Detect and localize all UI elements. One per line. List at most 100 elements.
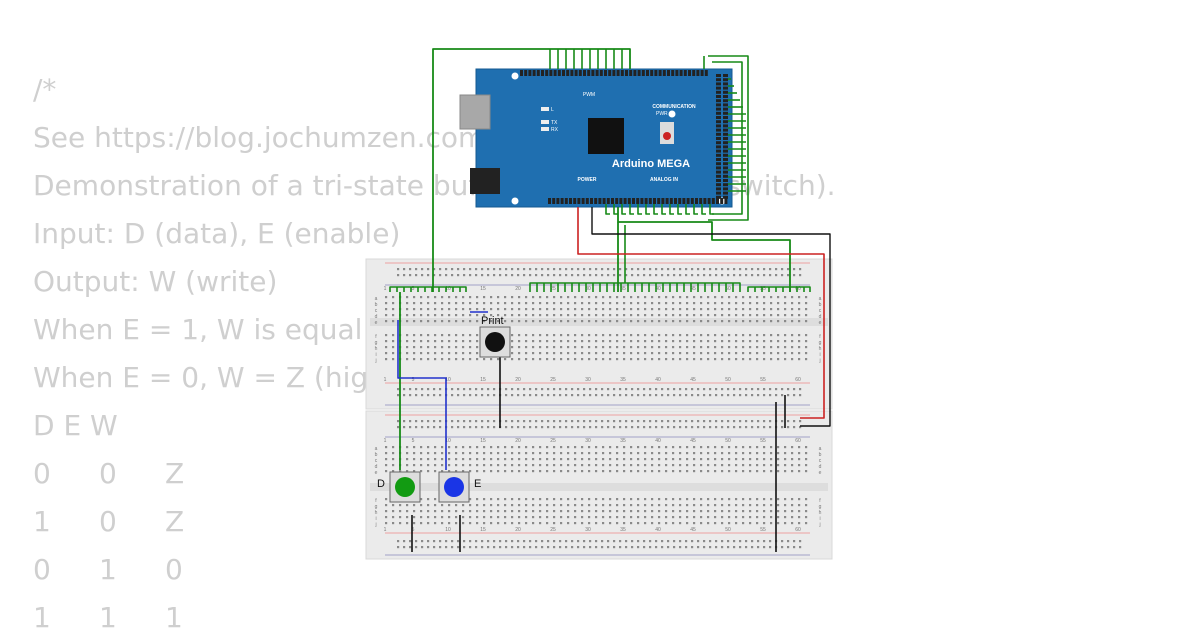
d-button-cap[interactable] (395, 477, 415, 497)
hole (560, 296, 563, 299)
hole (763, 510, 766, 513)
header-pin (723, 128, 728, 132)
hole (567, 516, 570, 519)
header-pin (723, 195, 728, 199)
print-button-cap[interactable] (485, 332, 505, 352)
hole (693, 458, 696, 461)
hole (602, 320, 605, 323)
hole (658, 522, 661, 525)
hole (595, 522, 598, 525)
hole (769, 274, 772, 277)
header-pin (636, 198, 640, 204)
hole (667, 274, 670, 277)
header-pin (653, 198, 656, 204)
hole (589, 394, 592, 397)
print-button[interactable]: Print (479, 315, 511, 358)
hole (619, 546, 622, 549)
hole (385, 352, 388, 355)
row-letter: a (375, 296, 378, 302)
column-number: 55 (760, 286, 766, 292)
row-letter: g (375, 504, 378, 510)
hole (523, 540, 526, 543)
hole (448, 340, 451, 343)
hole (686, 446, 689, 449)
hole (777, 314, 780, 317)
hole (630, 504, 633, 507)
hole (463, 420, 466, 423)
truth-cell-w: 1 (165, 601, 183, 634)
hole (475, 388, 478, 391)
pwm-label: PWM (583, 92, 595, 98)
e-button-cap[interactable] (444, 477, 464, 497)
hole (623, 464, 626, 467)
hole (707, 296, 710, 299)
green-wire (693, 204, 698, 215)
hole (658, 320, 661, 323)
hole (745, 546, 748, 549)
hole (553, 504, 556, 507)
hole (420, 302, 423, 305)
hole (427, 334, 430, 337)
hole (715, 394, 718, 397)
hole (721, 314, 724, 317)
hole (619, 268, 622, 271)
hole (791, 308, 794, 311)
header-pin (711, 198, 715, 204)
hole (415, 420, 418, 423)
hole (609, 498, 612, 501)
hole (630, 334, 633, 337)
hole (735, 446, 738, 449)
d-button[interactable]: D (377, 471, 421, 503)
hole (667, 268, 670, 271)
hole (601, 394, 604, 397)
hole (616, 464, 619, 467)
hole (427, 470, 430, 473)
hole (532, 516, 535, 519)
hole (560, 334, 563, 337)
hole (493, 274, 496, 277)
hole (727, 268, 730, 271)
hole (630, 464, 633, 467)
hole (439, 540, 442, 543)
column-number: 10 (445, 377, 451, 383)
hole (763, 308, 766, 311)
pwr-led-label: PWR (656, 111, 668, 117)
hole (749, 296, 752, 299)
hole (497, 510, 500, 513)
column-number: 5 (412, 377, 415, 383)
hole (420, 334, 423, 337)
hole (392, 308, 395, 311)
truth-cell-w: Z (165, 457, 185, 490)
hole (541, 426, 544, 429)
row-letter: e (375, 320, 378, 326)
hole (623, 510, 626, 513)
hole (581, 296, 584, 299)
hole (560, 320, 563, 323)
board-name: Arduino MEGA (612, 158, 690, 170)
hole (602, 510, 605, 513)
hole (784, 464, 787, 467)
column-number: 30 (585, 377, 591, 383)
hole (613, 426, 616, 429)
e-button[interactable]: E (438, 471, 481, 503)
hole (546, 458, 549, 461)
hole (714, 446, 717, 449)
hole (721, 504, 724, 507)
hole (518, 334, 521, 337)
hole (763, 464, 766, 467)
hole (476, 302, 479, 305)
hole (413, 302, 416, 305)
hole (749, 352, 752, 355)
hole (490, 458, 493, 461)
hole (630, 470, 633, 473)
hole (448, 458, 451, 461)
hole (658, 464, 661, 467)
truth-cell-d: 0 (33, 457, 51, 490)
hole (532, 452, 535, 455)
hole (547, 268, 550, 271)
hole (672, 340, 675, 343)
hole (518, 458, 521, 461)
header-pin (611, 198, 614, 204)
hole (791, 346, 794, 349)
hole (560, 340, 563, 343)
